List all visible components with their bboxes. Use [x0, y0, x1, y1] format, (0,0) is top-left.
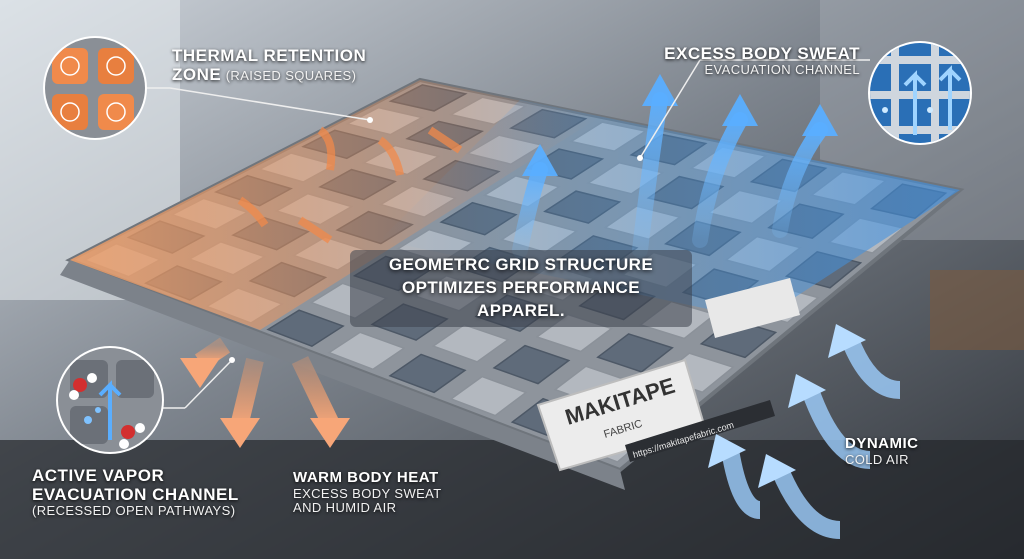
heat-arrow: [231, 357, 264, 425]
thermal-zone-title: THERMAL RETENTION ZONE (RAISED SQUARES): [172, 46, 366, 85]
sweat-arrow: [692, 112, 748, 248]
sweat-arrow-head: [642, 74, 678, 106]
cold-air-title: DYNAMIC COLD AIR: [845, 435, 919, 467]
warm-heat-title: WARM BODY HEAT EXCESS BODY SWEAT AND HUM…: [293, 469, 442, 516]
sweat-channel-icon: [868, 41, 972, 145]
cold-air-sub: COLD AIR: [845, 451, 909, 467]
center-caption-line1: GEOMETRC GRID STRUCTURE: [388, 255, 654, 274]
heat-arrow: [291, 356, 339, 426]
sweat-arrows-icon: [512, 74, 838, 258]
thermal-arrow: [377, 136, 404, 176]
sweat-arrow: [772, 122, 828, 238]
raised-square: [327, 331, 406, 371]
sweat-arrow-head: [522, 144, 558, 176]
center-caption-line2: OPTIMIZES PERFORMANCE APPAREL.: [402, 277, 640, 320]
recessed-channel: [266, 309, 345, 348]
thermal-arrow: [297, 216, 333, 244]
thermal-zone-sub: (RAISED SQUARES): [225, 68, 357, 84]
cold-arrow: [771, 466, 841, 539]
sweat-arrow: [632, 92, 668, 258]
heat-arrow-head: [310, 418, 350, 448]
cold-arrow: [801, 386, 871, 469]
warm-heat-line2: EXCESS BODY SWEAT: [293, 485, 442, 501]
vapor-channel-line2: EVACUATION CHANNEL: [32, 485, 239, 505]
raised-square: [431, 323, 510, 363]
thermal-zone-icon: [43, 36, 147, 140]
heat-arrow-head: [220, 418, 260, 448]
sweat-channel-title: EXCESS BODY SWEAT EVACUATION CHANNEL: [660, 44, 860, 78]
vapor-channel-sub: (RECESSED OPEN PATHWAYS): [32, 503, 236, 519]
cold-arrow-head: [828, 324, 866, 358]
warm-arrow-icon: [180, 126, 463, 448]
sweat-arrow-head: [802, 104, 838, 136]
thermal-arrow: [237, 196, 269, 228]
recessed-channel: [596, 333, 674, 373]
sweat-arrow: [512, 162, 548, 258]
sweat-channel-title-main: EXCESS BODY SWEAT: [664, 44, 860, 63]
cold-arrow-head: [708, 434, 746, 468]
cold-arrow-head: [758, 454, 796, 488]
cold-arrow-head: [788, 374, 826, 408]
recessed-channel: [492, 344, 571, 385]
raised-square: [449, 375, 528, 417]
center-caption: GEOMETRC GRID STRUCTURE OPTIMIZES PERFOR…: [350, 250, 692, 327]
heat-arrow-head: [180, 358, 220, 388]
thermal-zone-title-line2: ZONE: [172, 65, 222, 85]
warm-heat-main: WARM BODY HEAT: [293, 469, 439, 486]
thermal-zone-title-line1: THERMAL RETENTION: [172, 46, 367, 65]
warm-heat-line3: AND HUMID AIR: [293, 500, 397, 516]
cold-arrow: [841, 336, 901, 399]
cold-arrow-icon: [708, 324, 901, 539]
recessed-channel: [388, 353, 467, 394]
vapor-channel-line1: ACTIVE VAPOR: [32, 466, 165, 485]
vapor-molecule-icon: [56, 346, 164, 454]
cold-arrow: [721, 448, 762, 519]
sweat-arrow-head: [722, 94, 758, 126]
cold-air-main: DYNAMIC: [845, 435, 919, 452]
thermal-arrow: [317, 126, 336, 171]
vapor-channel-title: ACTIVE VAPOR EVACUATION CHANNEL (RECESSE…: [32, 466, 239, 519]
sweat-channel-sub: EVACUATION CHANNEL: [704, 62, 860, 78]
thermal-arrow: [427, 126, 463, 154]
